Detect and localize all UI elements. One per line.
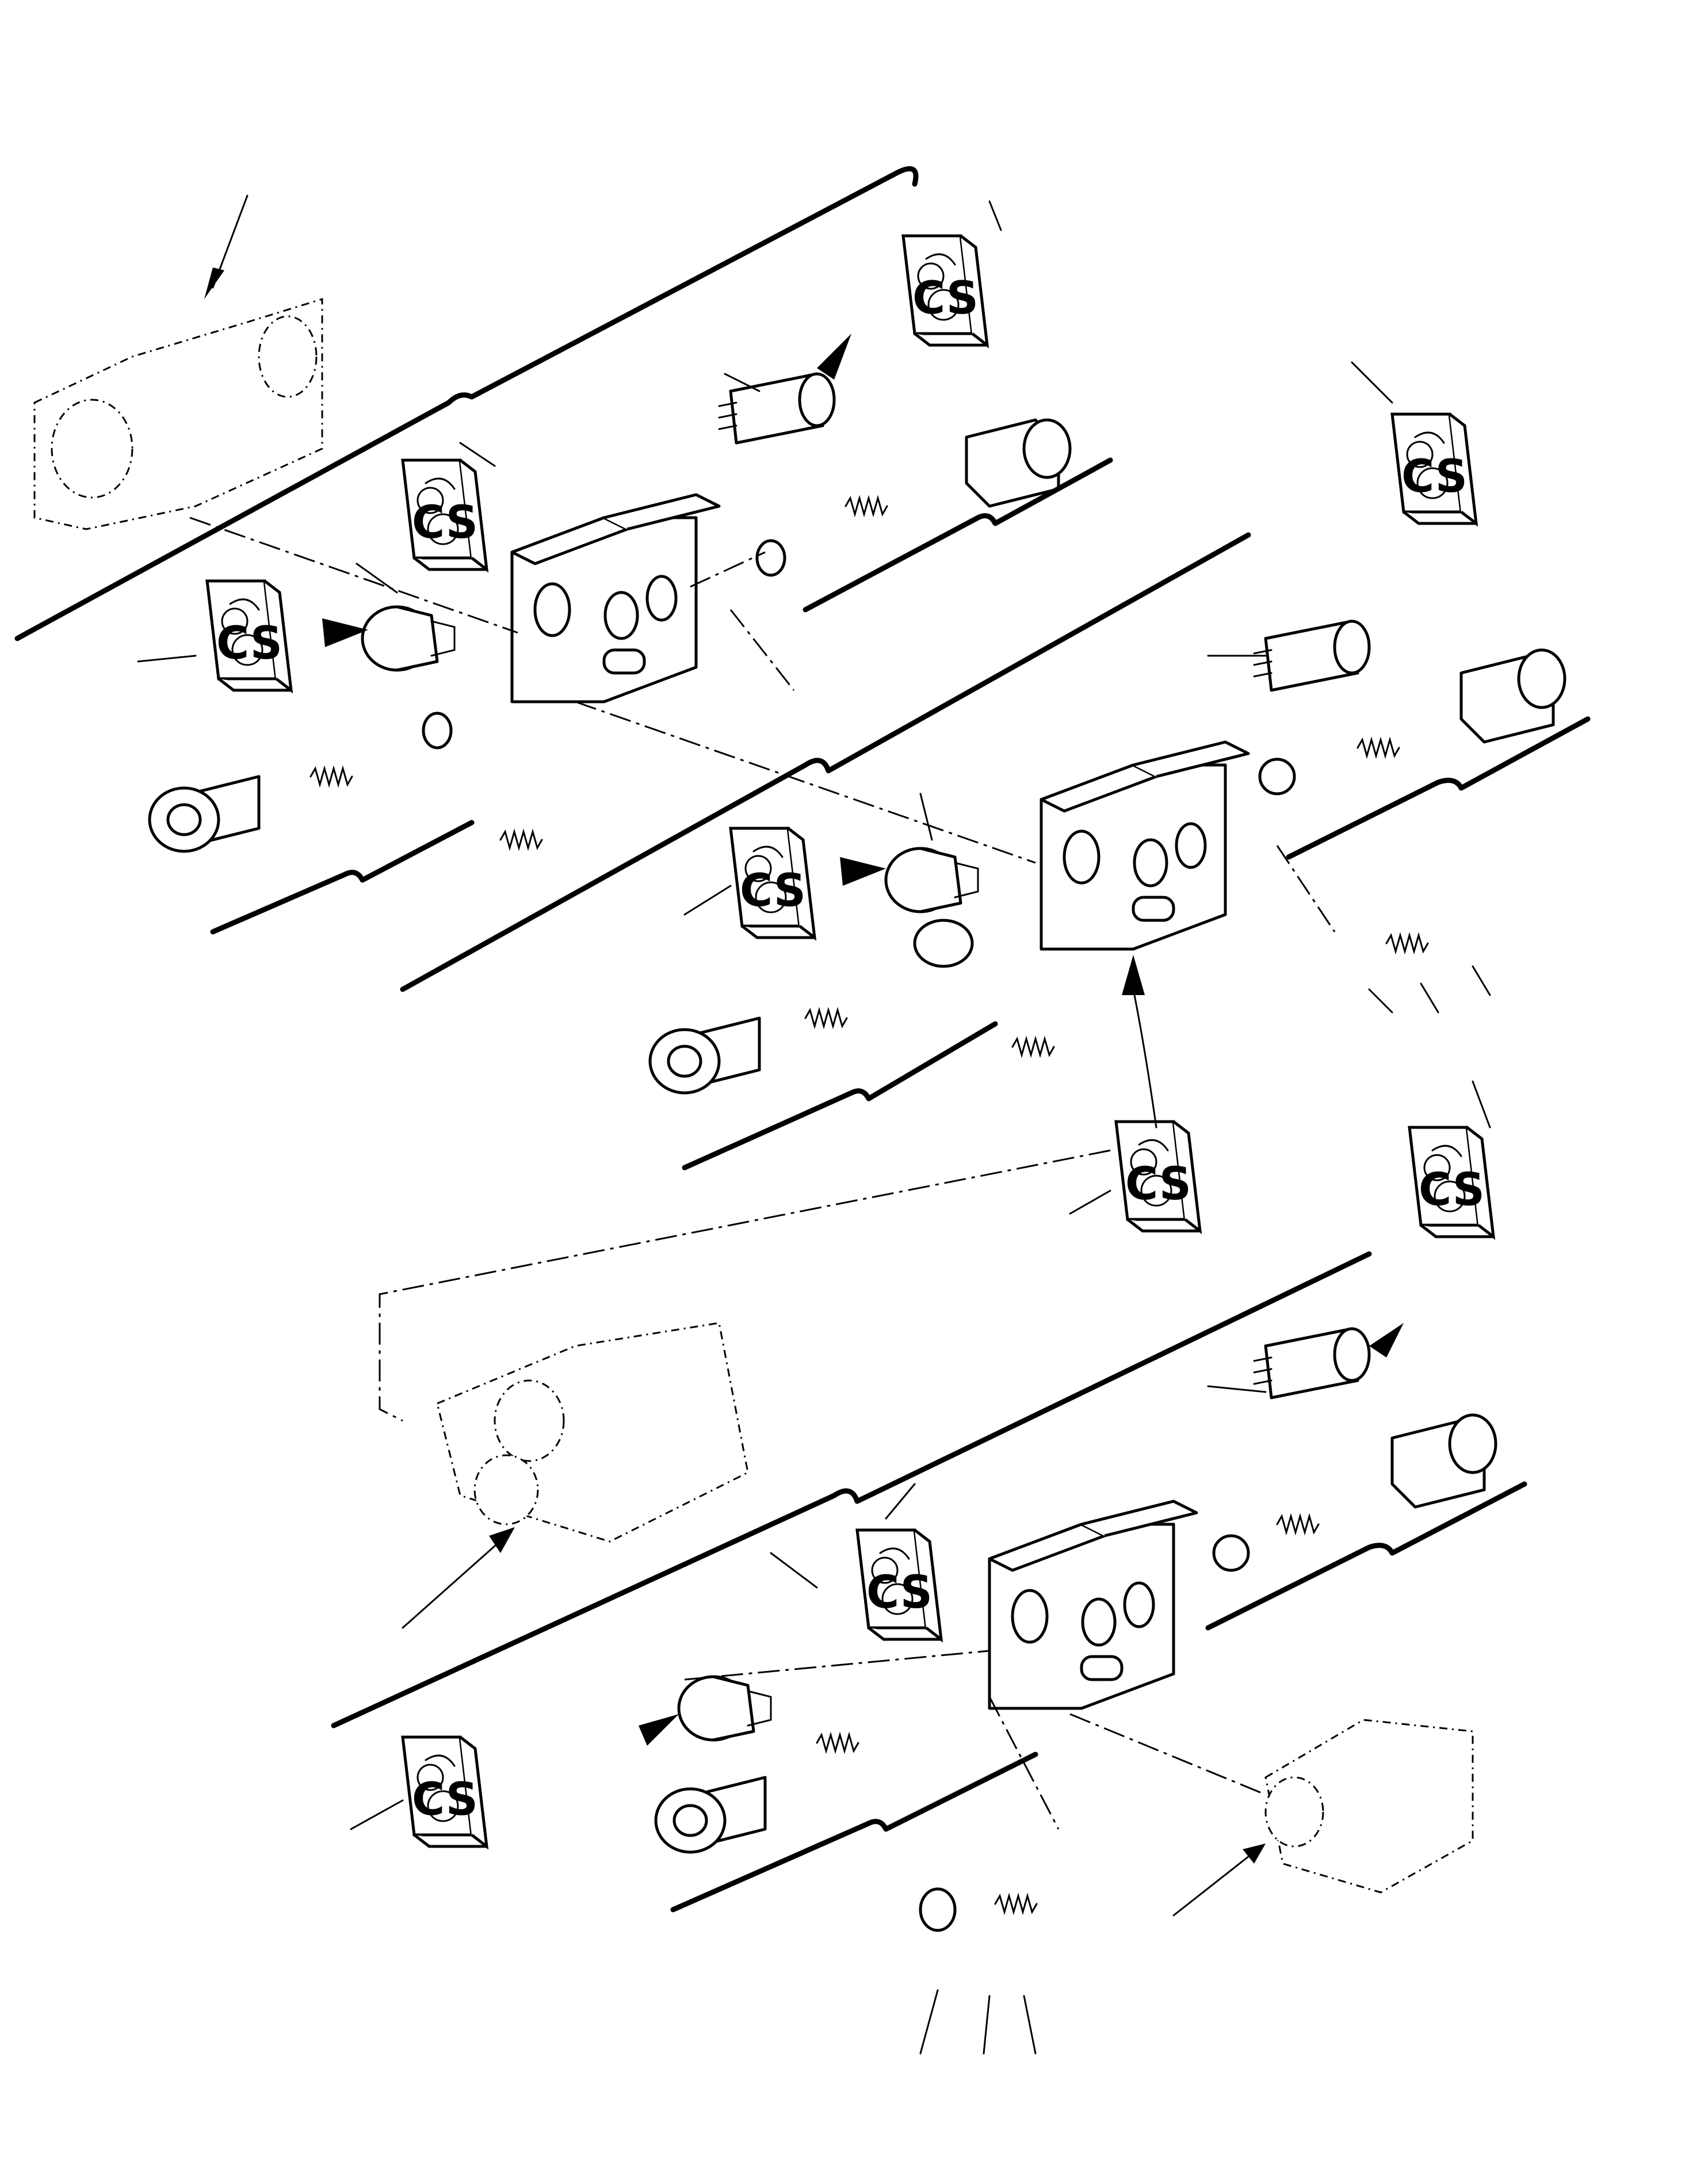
sealant-tube-icon: CS	[412, 1774, 478, 1826]
valve-assembly-overview-bottom	[402, 1322, 749, 1629]
valve-section-2	[400, 414, 1591, 1231]
valve-assembly-overview-top	[33, 194, 323, 530]
sealant-tube-icon: CS	[1419, 1164, 1485, 1216]
sealant-labels: CS CS CS CS CS CS CS CS CS	[216, 273, 1485, 1826]
leader-lines	[137, 200, 1491, 2055]
valve-section-3	[331, 1127, 1527, 1932]
sealant-tube-icon: CS	[912, 273, 979, 324]
connection-line-middle	[379, 1149, 1111, 1422]
valve-section-1	[14, 166, 1113, 935]
sealant-tube-icon: CS	[412, 497, 478, 549]
sealant-tube-icon: CS	[1125, 1158, 1191, 1210]
sealant-tube-icon: CS	[216, 618, 282, 670]
sealant-tube-icon: CS	[866, 1567, 933, 1619]
sealant-tube-icon: CS	[740, 865, 806, 917]
sealant-tube-icon: CS	[1401, 451, 1468, 503]
